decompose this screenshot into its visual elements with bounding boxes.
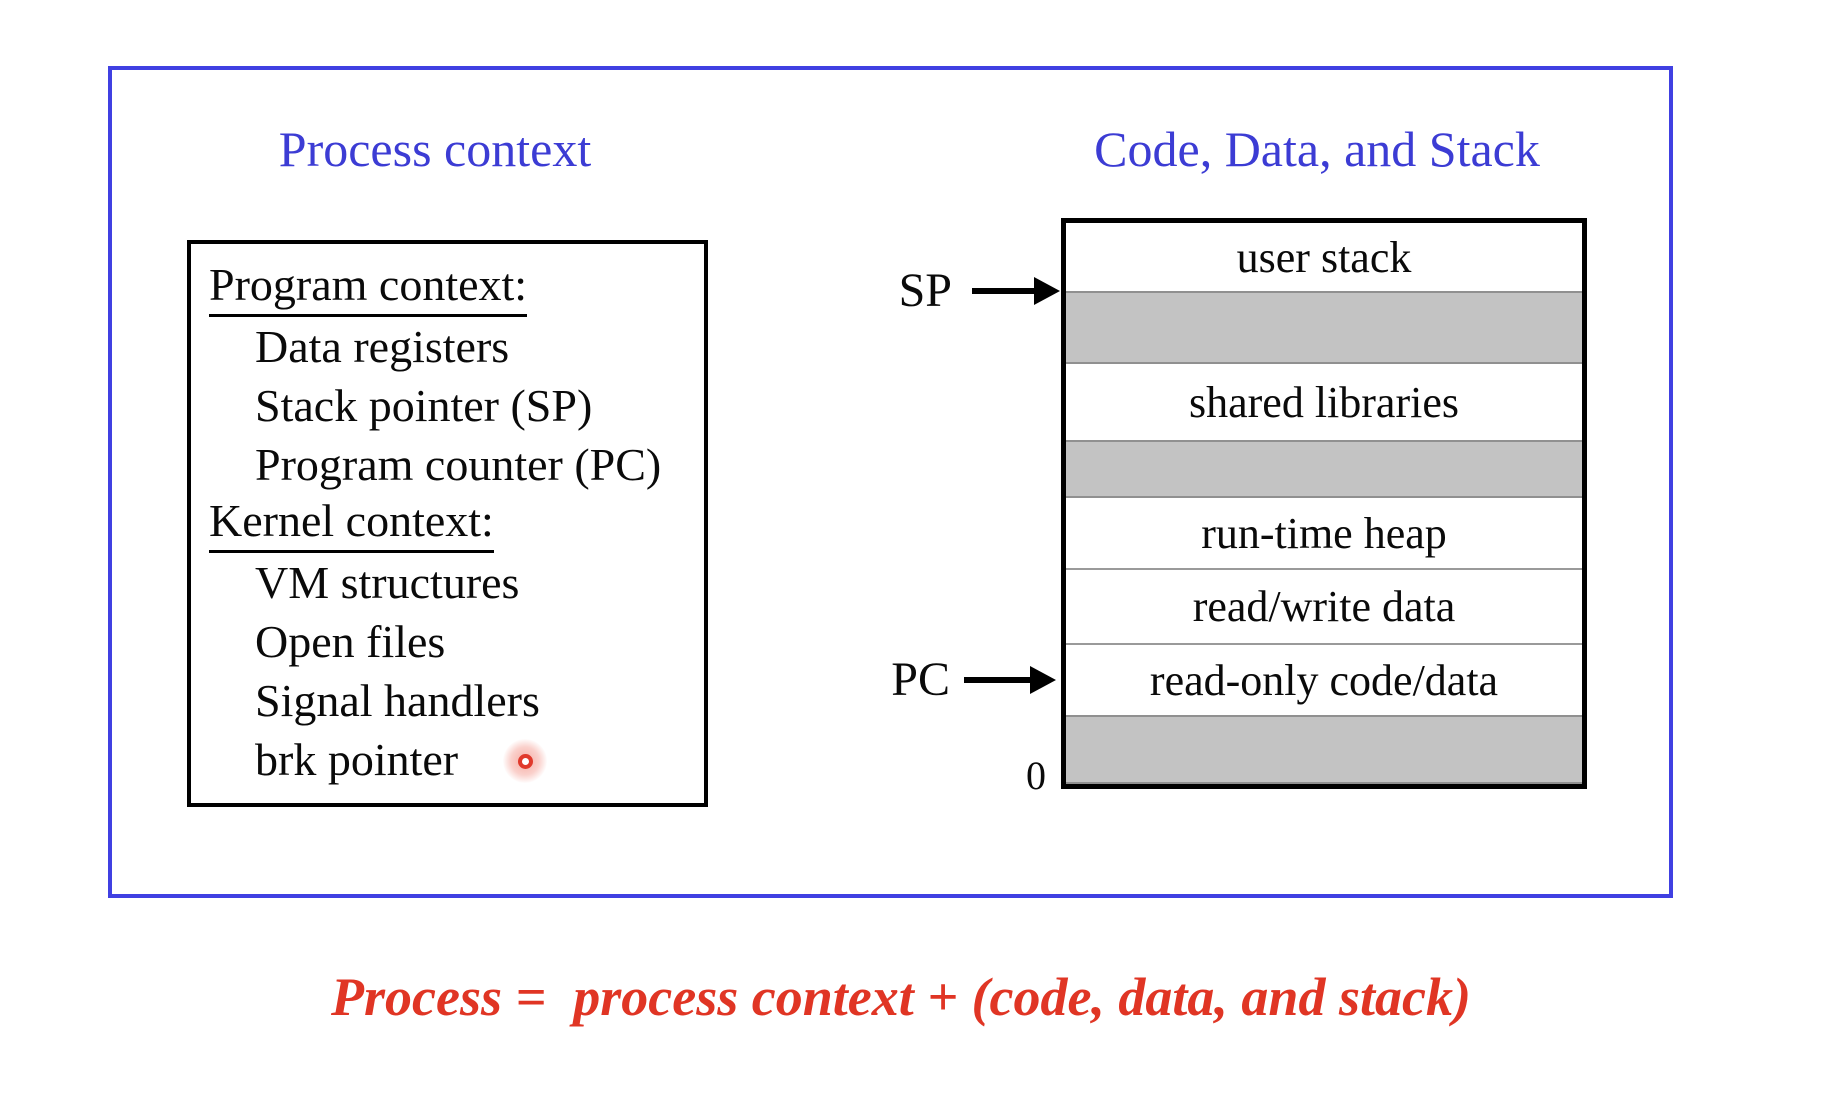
process-context-box: Program context: Data registers Stack po… — [187, 240, 708, 807]
right-section-title: Code, Data, and Stack — [1094, 121, 1540, 177]
memory-segment-user-stack: user stack — [1066, 223, 1582, 291]
context-line-brk-pointer: brk pointer — [255, 734, 459, 785]
memory-segment-read-write-data: read/write data — [1066, 568, 1582, 643]
process-equation-caption: Process = process context + (code, data,… — [331, 967, 1471, 1027]
left-section-title: Process context — [278, 121, 592, 177]
sp-pointer-label: SP — [898, 264, 952, 317]
kernel-context-heading: Kernel context: — [209, 494, 494, 553]
pc-arrow — [964, 677, 1032, 683]
sp-arrow-head-icon — [1034, 277, 1060, 305]
slide-frame — [108, 66, 1673, 898]
context-line-vm-structures: VM structures — [255, 557, 520, 608]
memory-segment-read-only-code-data: read-only code/data — [1066, 643, 1582, 715]
context-line-program-counter: Program counter (PC) — [255, 439, 662, 490]
program-context-heading: Program context: — [209, 258, 528, 317]
context-line-stack-pointer: Stack pointer (SP) — [255, 380, 593, 431]
memory-segment-unallocated-1 — [1066, 291, 1582, 364]
context-line-open-files: Open files — [255, 616, 446, 667]
memory-segment-unallocated-3 — [1066, 715, 1582, 784]
memory-segment-runtime-heap: run-time heap — [1066, 498, 1582, 568]
context-line-data-registers: Data registers — [255, 321, 510, 372]
context-line-signal-handlers: Signal handlers — [255, 675, 540, 726]
memory-layout-box: user stack shared libraries run-time hea… — [1061, 218, 1587, 789]
memory-segment-shared-libraries: shared libraries — [1066, 364, 1582, 440]
address-zero-label: 0 — [1026, 753, 1046, 798]
sp-arrow — [972, 288, 1036, 294]
context-line-program-context: Program context: — [191, 258, 704, 317]
context-line-kernel-context: Kernel context: — [191, 494, 704, 553]
pc-arrow-head-icon — [1030, 666, 1056, 694]
laser-pointer-dot — [518, 754, 533, 769]
pc-pointer-label: PC — [891, 653, 950, 706]
memory-segment-unallocated-2 — [1066, 440, 1582, 498]
